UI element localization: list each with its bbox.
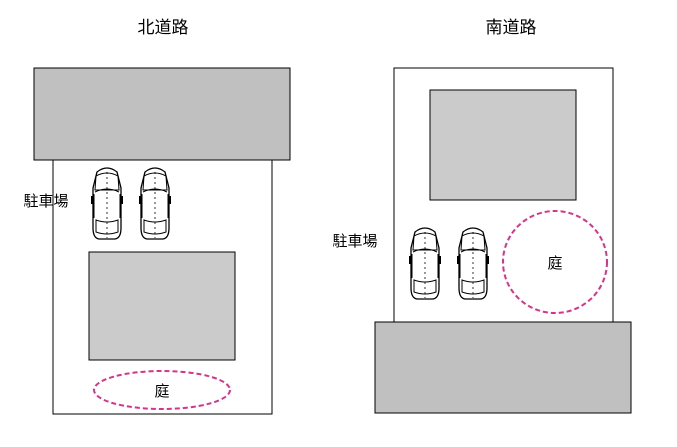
car-icon: [408, 227, 442, 300]
north-house: [88, 251, 236, 361]
car-icon: [138, 167, 172, 240]
car-icon: [90, 167, 124, 240]
south-road: [374, 321, 632, 414]
north-garden: [93, 370, 231, 410]
car-icon: [456, 227, 490, 300]
south-road-title: 南道路: [486, 18, 537, 38]
south-garden: [502, 210, 608, 314]
north-parking-label: 駐車場: [23, 192, 68, 210]
south-parking-label: 駐車場: [332, 232, 377, 250]
north-road-layout: 北道路 駐車場 庭: [23, 18, 291, 415]
north-road: [33, 67, 291, 161]
south-garden-label: 庭: [547, 254, 562, 272]
south-road-layout: 南道路 駐車場 庭: [332, 18, 632, 414]
north-road-title: 北道路: [138, 18, 189, 38]
north-garden-label: 庭: [154, 382, 169, 400]
south-house: [429, 89, 577, 201]
